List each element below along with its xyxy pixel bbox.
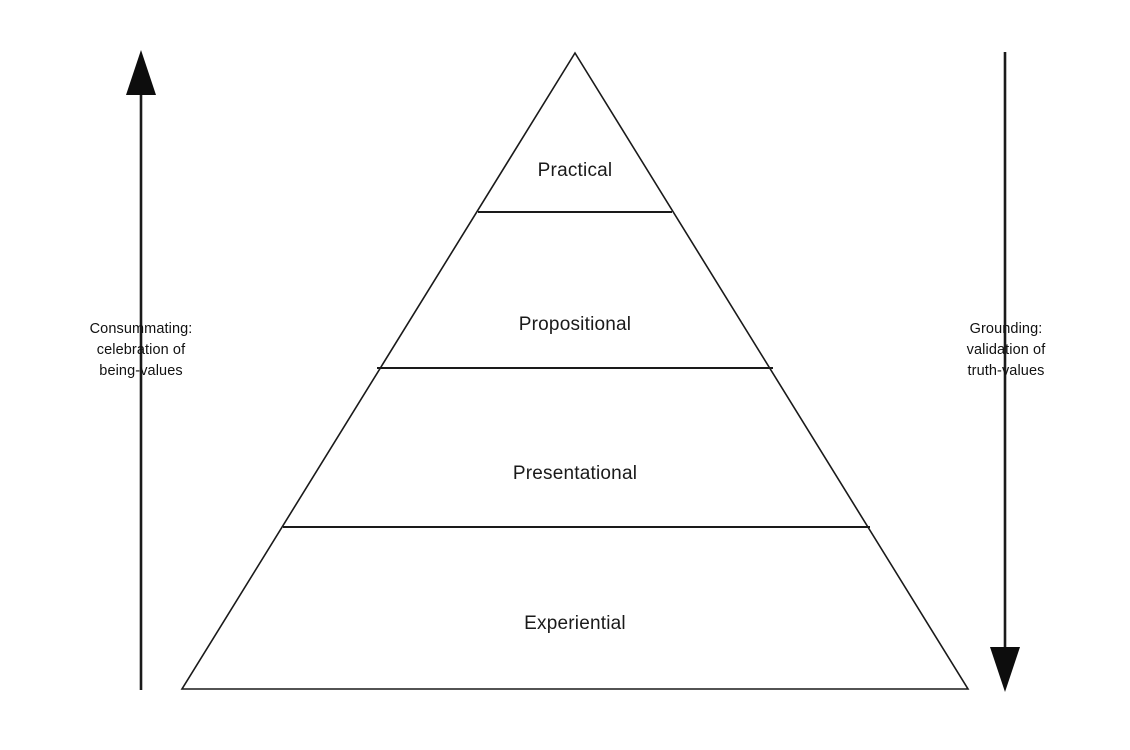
downward-arrow: [990, 52, 1020, 692]
upward-arrow: [126, 50, 156, 690]
pyramid-outline: [180, 51, 970, 690]
